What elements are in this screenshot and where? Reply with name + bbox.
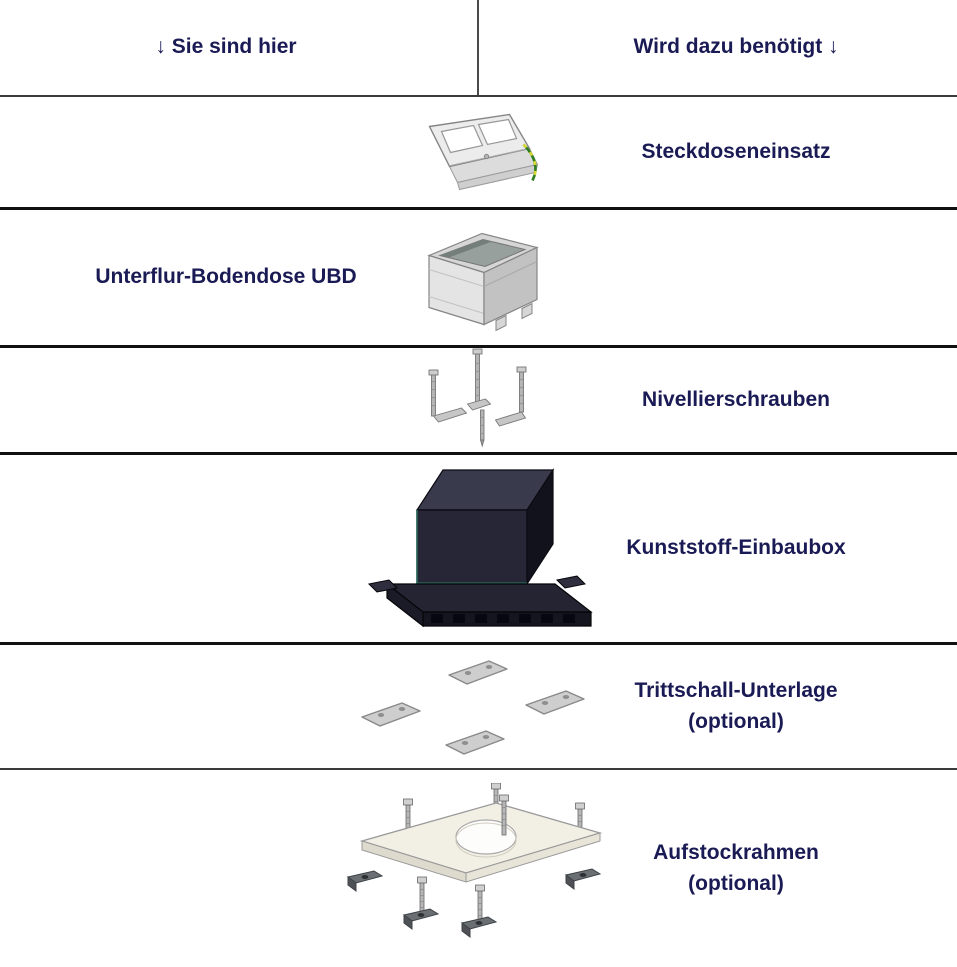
header-row: ↓ Sie sind hier Wird dazu benötigt ↓ bbox=[0, 0, 957, 97]
row-leveling-screws-label-cell: Nivellierschrauben bbox=[479, 348, 957, 452]
plastic-mounting-box-image bbox=[359, 458, 599, 640]
impact-sound-pads-image bbox=[354, 653, 604, 761]
row-leveling-screws: Nivellierschrauben bbox=[0, 348, 957, 455]
socket-insert-illustration bbox=[427, 113, 538, 191]
row-extension-frame: Aufstockrahmen (optional) bbox=[0, 770, 957, 967]
row-plastic-mounting-box: Kunststoff-Einbaubox bbox=[0, 455, 957, 645]
extension-frame-illustration bbox=[347, 782, 602, 937]
row-socket-insert-label-cell: Steckdoseneinsatz bbox=[479, 97, 957, 207]
row-label-unterflur-bodendose: Unterflur-Bodendose UBD bbox=[95, 265, 357, 289]
leveling-screws-image bbox=[411, 348, 546, 452]
row-impact-sound-pads-label-cell: Trittschall-Unterlage (optional) bbox=[479, 645, 957, 768]
row-impact-sound-pads: Trittschall-Unterlage (optional) bbox=[0, 645, 957, 770]
header-right-cell: Wird dazu benötigt ↓ bbox=[479, 0, 957, 95]
underfloor-box-illustration bbox=[426, 232, 539, 331]
row-label-trittschall-unterlage: Trittschall-Unterlage (optional) bbox=[634, 679, 838, 733]
header-left-label: ↓ Sie sind hier bbox=[155, 35, 297, 59]
row-underfloor-box: Unterflur-Bodendose UBD bbox=[0, 210, 957, 348]
row-label-aufstockrahmen: Aufstockrahmen (optional) bbox=[653, 841, 819, 895]
row-socket-insert: Steckdoseneinsatz bbox=[0, 97, 957, 210]
row-label-kunststoff-einbaubox: Kunststoff-Einbaubox bbox=[626, 536, 846, 560]
row-label-steckdoseneinsatz: Steckdoseneinsatz bbox=[641, 139, 831, 163]
leveling-screws-illustration bbox=[428, 348, 526, 448]
socket-insert-image bbox=[411, 105, 546, 200]
row-label-nivellierschrauben: Nivellierschrauben bbox=[642, 387, 830, 411]
header-right-label: Wird dazu benötigt ↓ bbox=[633, 35, 839, 59]
impact-sound-pads-illustration bbox=[360, 659, 585, 755]
row-underfloor-box-label-cell: Unterflur-Bodendose UBD bbox=[0, 210, 478, 345]
header-divider bbox=[477, 0, 479, 95]
header-left-cell: ↓ Sie sind hier bbox=[0, 0, 478, 95]
extension-frame-image bbox=[344, 782, 614, 955]
row-plastic-mounting-box-label-cell: Kunststoff-Einbaubox bbox=[479, 455, 957, 642]
plastic-mounting-box-illustration bbox=[367, 467, 593, 627]
row-extension-frame-label-cell: Aufstockrahmen (optional) bbox=[479, 770, 957, 967]
underfloor-box-image bbox=[404, 220, 554, 335]
